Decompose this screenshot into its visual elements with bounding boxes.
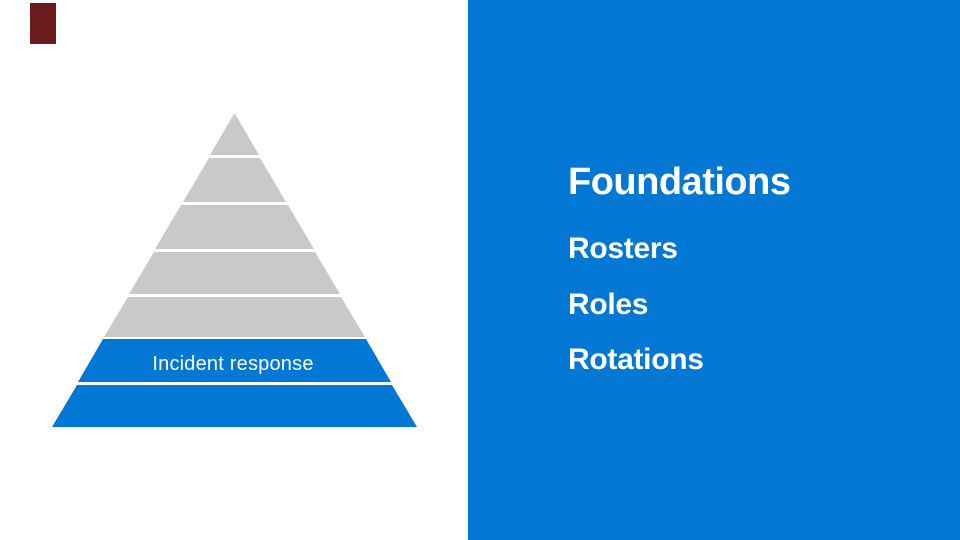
pyramid-diagram: Incident response <box>52 113 417 427</box>
pyramid-level-6 <box>78 339 391 382</box>
pyramid-level-6-label: Incident response <box>152 353 313 375</box>
panel-item-roles: Roles <box>568 288 649 321</box>
pyramid-level-4 <box>129 252 340 294</box>
pyramid-level-1 <box>210 113 259 155</box>
pyramid-level-3 <box>155 205 314 249</box>
panel-item-rotations: Rotations <box>568 343 704 376</box>
pyramid-level-5 <box>104 297 365 337</box>
logo-badge <box>30 3 56 44</box>
pyramid-level-7 <box>52 385 417 427</box>
right-panel: Foundations Rosters Roles Rotations <box>468 0 960 540</box>
panel-title: Foundations <box>568 161 791 203</box>
panel-item-rosters: Rosters <box>568 232 678 265</box>
pyramid-level-2 <box>183 158 286 202</box>
